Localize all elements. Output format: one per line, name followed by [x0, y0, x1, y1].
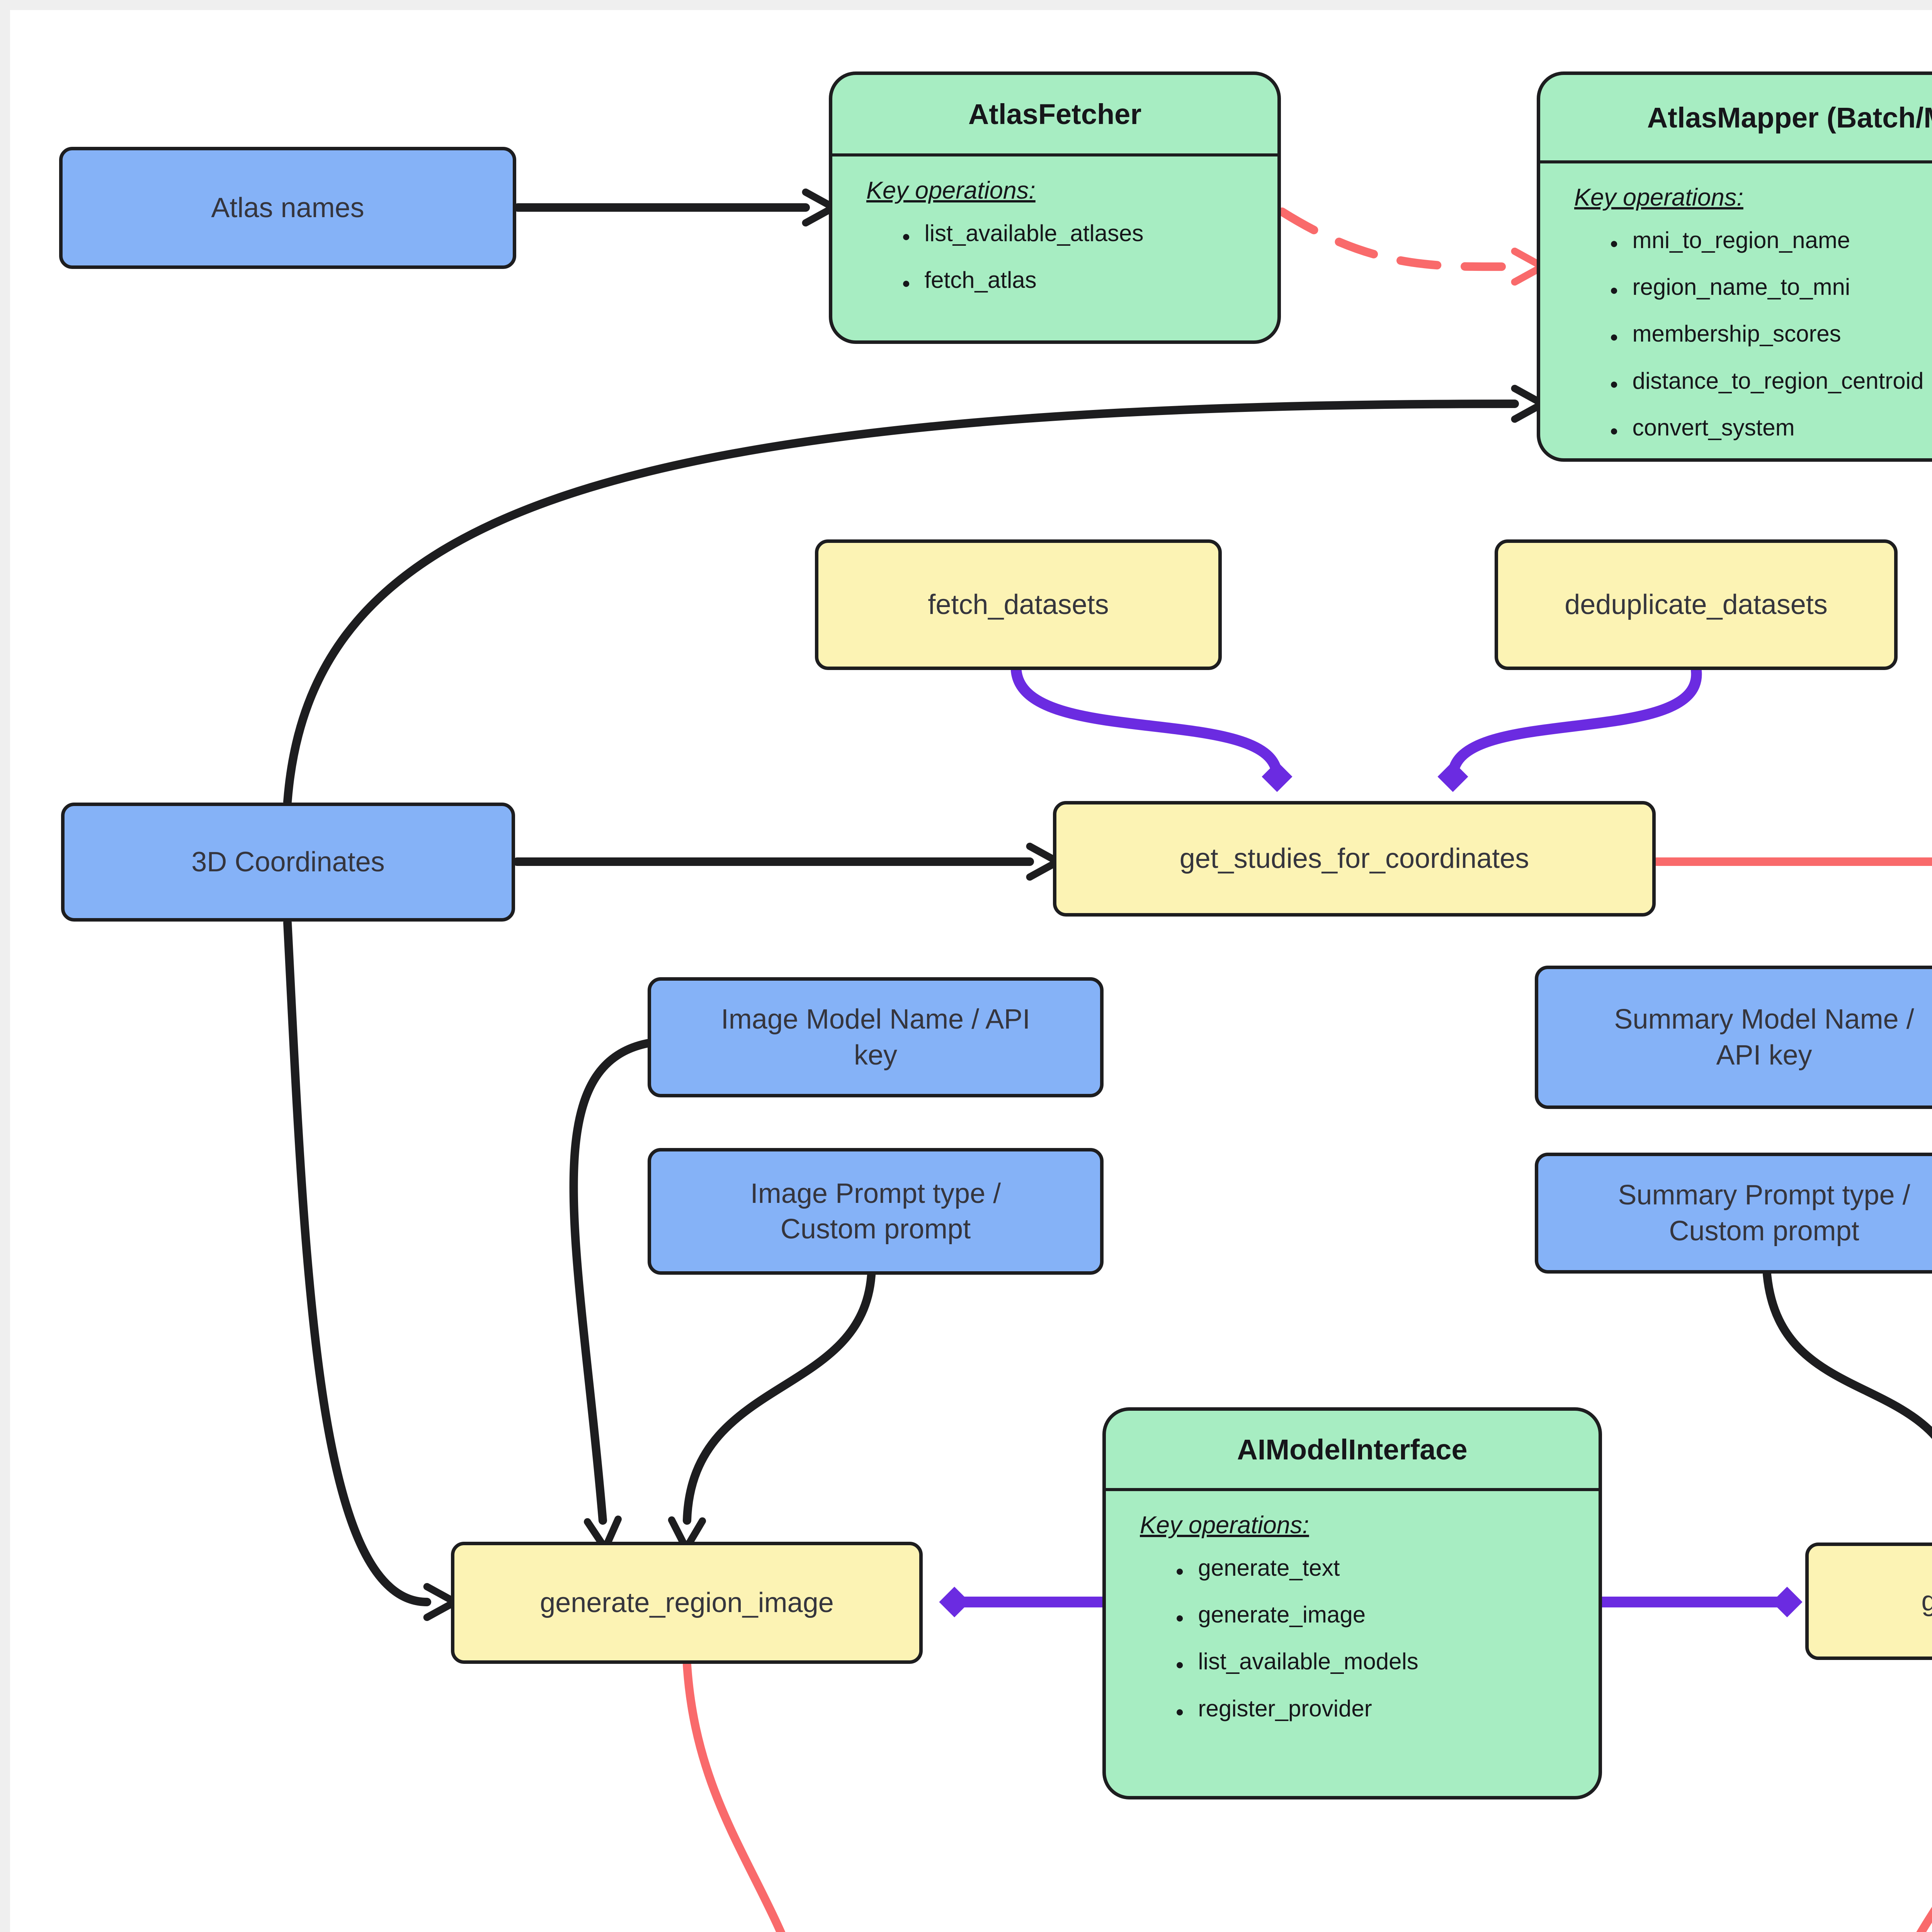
class-atlas-mapper: AtlasMapper (Batch/Multi*) Key operation…	[1537, 71, 1932, 462]
node-generate-summary: generate_summary	[1805, 1543, 1932, 1660]
class-title: AtlasMapper (Batch/Multi*)	[1540, 75, 1932, 163]
node-fetch-datasets: fetch_datasets	[815, 539, 1222, 670]
class-atlas-fetcher: AtlasFetcher Key operations: ●list_avail…	[829, 71, 1281, 344]
edge-3d-coordinates-to-generate-region-image	[283, 918, 459, 1621]
bullet-icon: ●	[1175, 1563, 1184, 1579]
node-summary-model: Summary Model Name / API key	[1535, 966, 1932, 1109]
node-get-studies-for-coordinates: get_studies_for_coordinates	[1053, 801, 1656, 917]
class-ai-model-interface: AIModelInterface Key operations: ●genera…	[1102, 1407, 1602, 1799]
edge-atlas-fetcher-to-atlas-mapper	[1278, 207, 1546, 286]
bullet-icon: ●	[1175, 1703, 1184, 1719]
node-label: Summary Prompt type / Custom prompt	[1618, 1180, 1910, 1247]
node-label: Image Prompt type / Custom prompt	[750, 1178, 1001, 1245]
edge-3d-coordinates-to-atlas-mapper	[283, 384, 1546, 806]
bullet-icon: ●	[1610, 282, 1619, 298]
class-title: AIModelInterface	[1106, 1411, 1599, 1491]
node-image-model: Image Model Name / API key	[648, 977, 1104, 1097]
bullet-icon: ●	[1610, 235, 1619, 251]
class-title: AtlasFetcher	[832, 75, 1277, 156]
bullet-icon: ●	[902, 275, 911, 291]
bullet-icon: ●	[1610, 328, 1619, 345]
node-label: Atlas names	[211, 192, 364, 223]
edge-image-model-to-generate-region-image	[569, 1039, 652, 1552]
node-deduplicate-datasets: deduplicate_datasets	[1495, 539, 1898, 670]
node-image-prompt: Image Prompt type / Custom prompt	[648, 1148, 1104, 1275]
node-label: get_studies_for_coordinates	[1179, 843, 1529, 874]
ops-list: ●list_available_atlases ●fetch_atlas	[866, 210, 1254, 303]
bullet-icon: ●	[1610, 375, 1619, 392]
edge-image-prompt-to-generate-region-image	[668, 1271, 876, 1552]
node-atlas-names: Atlas names	[59, 147, 516, 269]
ops-list: ●generate_text ●generate_image ●list_ava…	[1140, 1544, 1575, 1732]
edge-deduplicate-datasets-to-get-studies	[1437, 665, 1702, 792]
node-summary-prompt: Summary Prompt type / Custom prompt	[1535, 1153, 1932, 1274]
node-label: Summary Model Name / API key	[1614, 1004, 1914, 1071]
node-label: generate_summary	[1921, 1585, 1932, 1617]
edge-generate-summary-to-studies-summaries	[1916, 1906, 1932, 1932]
node-label: Image Model Name / API key	[721, 1004, 1031, 1071]
edge-generate-region-image-to-approx-image	[683, 1660, 786, 1932]
node-generate-region-image: generate_region_image	[451, 1542, 923, 1664]
bullet-icon: ●	[1175, 1656, 1184, 1673]
node-label: 3D Coordinates	[191, 846, 385, 878]
edge-fetch-datasets-to-get-studies	[1011, 665, 1293, 792]
node-label: fetch_datasets	[928, 589, 1109, 620]
edge-summary-prompt-to-generate-summary	[1763, 1270, 1932, 1439]
ops-heading: Key operations:	[1574, 184, 1743, 211]
bullet-icon: ●	[1610, 422, 1619, 439]
ops-heading: Key operations:	[866, 177, 1036, 204]
bullet-icon: ●	[902, 228, 911, 244]
bullet-icon: ●	[1175, 1609, 1184, 1626]
ops-heading: Key operations:	[1140, 1512, 1309, 1539]
node-label: deduplicate_datasets	[1565, 589, 1828, 620]
node-label: generate_region_image	[540, 1587, 834, 1618]
ops-list: ●mni_to_region_name ●region_name_to_mni …	[1574, 217, 1932, 451]
node-3d-coordinates: 3D Coordinates	[61, 803, 515, 922]
